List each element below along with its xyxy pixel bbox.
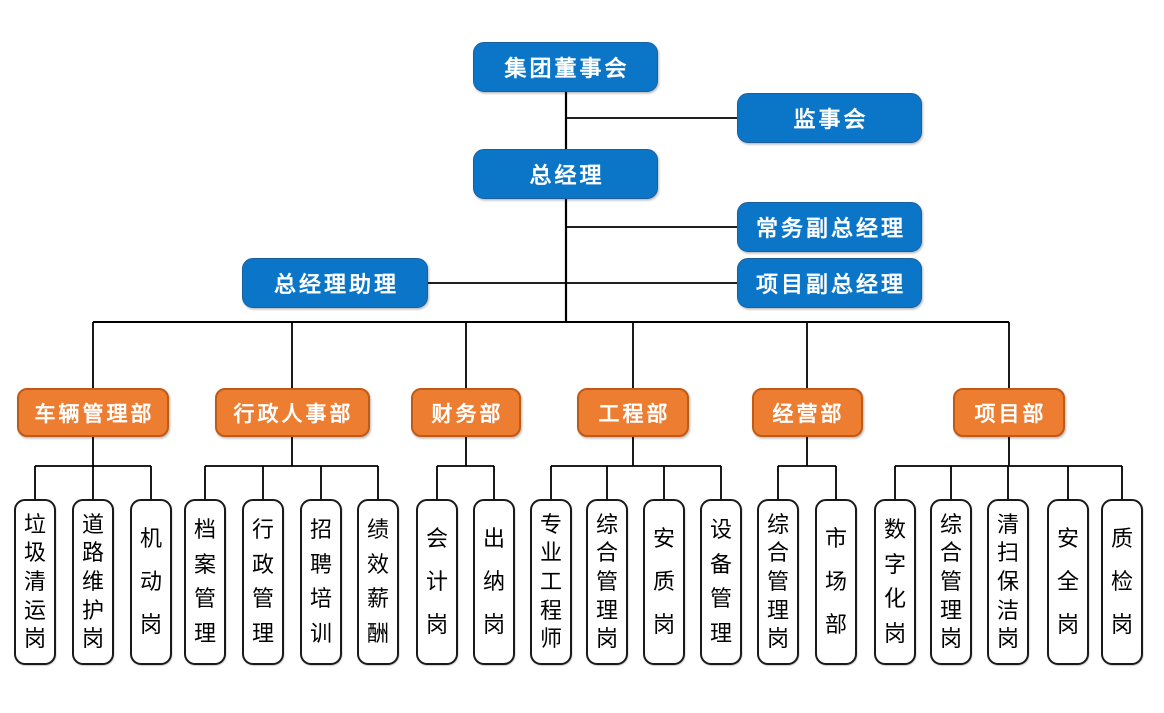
department-label: 项目部 — [974, 402, 1047, 426]
board-box: 集团董事会 — [473, 42, 658, 92]
position-box: 垃圾清运岗 — [14, 499, 56, 665]
project-deputy-gm-box: 项目副总经理 — [737, 258, 922, 308]
department-box: 项目部 — [953, 388, 1065, 437]
general-manager-box: 总经理 — [473, 149, 658, 199]
project-deputy-gm-label: 项目副总经理 — [755, 272, 906, 297]
department-label: 工程部 — [598, 402, 671, 426]
position-box: 行政管理 — [242, 499, 284, 665]
department-box: 经营部 — [751, 388, 863, 437]
gm-assistant-box: 总经理助理 — [242, 258, 428, 308]
position-box: 市场部 — [815, 499, 857, 665]
exec-deputy-gm-label: 常务副总经理 — [755, 216, 906, 241]
gm-assistant-label: 总经理助理 — [273, 272, 399, 297]
department-box: 财务部 — [411, 388, 521, 437]
position-box: 质检岗 — [1101, 499, 1143, 665]
position-box: 会计岗 — [416, 499, 458, 665]
exec-deputy-gm-box: 常务副总经理 — [737, 202, 922, 252]
position-box: 安全岗 — [1047, 499, 1089, 665]
position-box: 清扫保洁岗 — [987, 499, 1029, 665]
department-box: 工程部 — [577, 388, 689, 437]
position-box: 安质岗 — [643, 499, 685, 665]
position-box: 综合管理岗 — [930, 499, 972, 665]
position-box: 绩效薪酬 — [357, 499, 399, 665]
position-box: 综合管理岗 — [757, 499, 799, 665]
position-box: 档案管理 — [184, 499, 226, 665]
department-label: 车辆管理部 — [34, 402, 155, 426]
board-label: 集团董事会 — [504, 56, 630, 81]
supervisory-label: 监事会 — [793, 107, 869, 132]
position-box: 专业工程师 — [530, 499, 572, 665]
department-box: 行政人事部 — [214, 388, 370, 437]
department-label: 行政人事部 — [233, 402, 354, 426]
position-box: 出纳岗 — [473, 499, 515, 665]
position-box: 设备管理 — [700, 499, 742, 665]
department-label: 财务部 — [431, 402, 504, 426]
position-box: 数字化岗 — [874, 499, 916, 665]
general-manager-label: 总经理 — [529, 163, 605, 188]
supervisory-box: 监事会 — [737, 93, 922, 143]
position-box: 道路维护岗 — [72, 499, 114, 665]
position-box: 招聘培训 — [300, 499, 342, 665]
position-box: 机动岗 — [130, 499, 172, 665]
department-label: 经营部 — [772, 402, 845, 426]
department-box: 车辆管理部 — [17, 388, 169, 437]
position-box: 综合管理岗 — [586, 499, 628, 665]
